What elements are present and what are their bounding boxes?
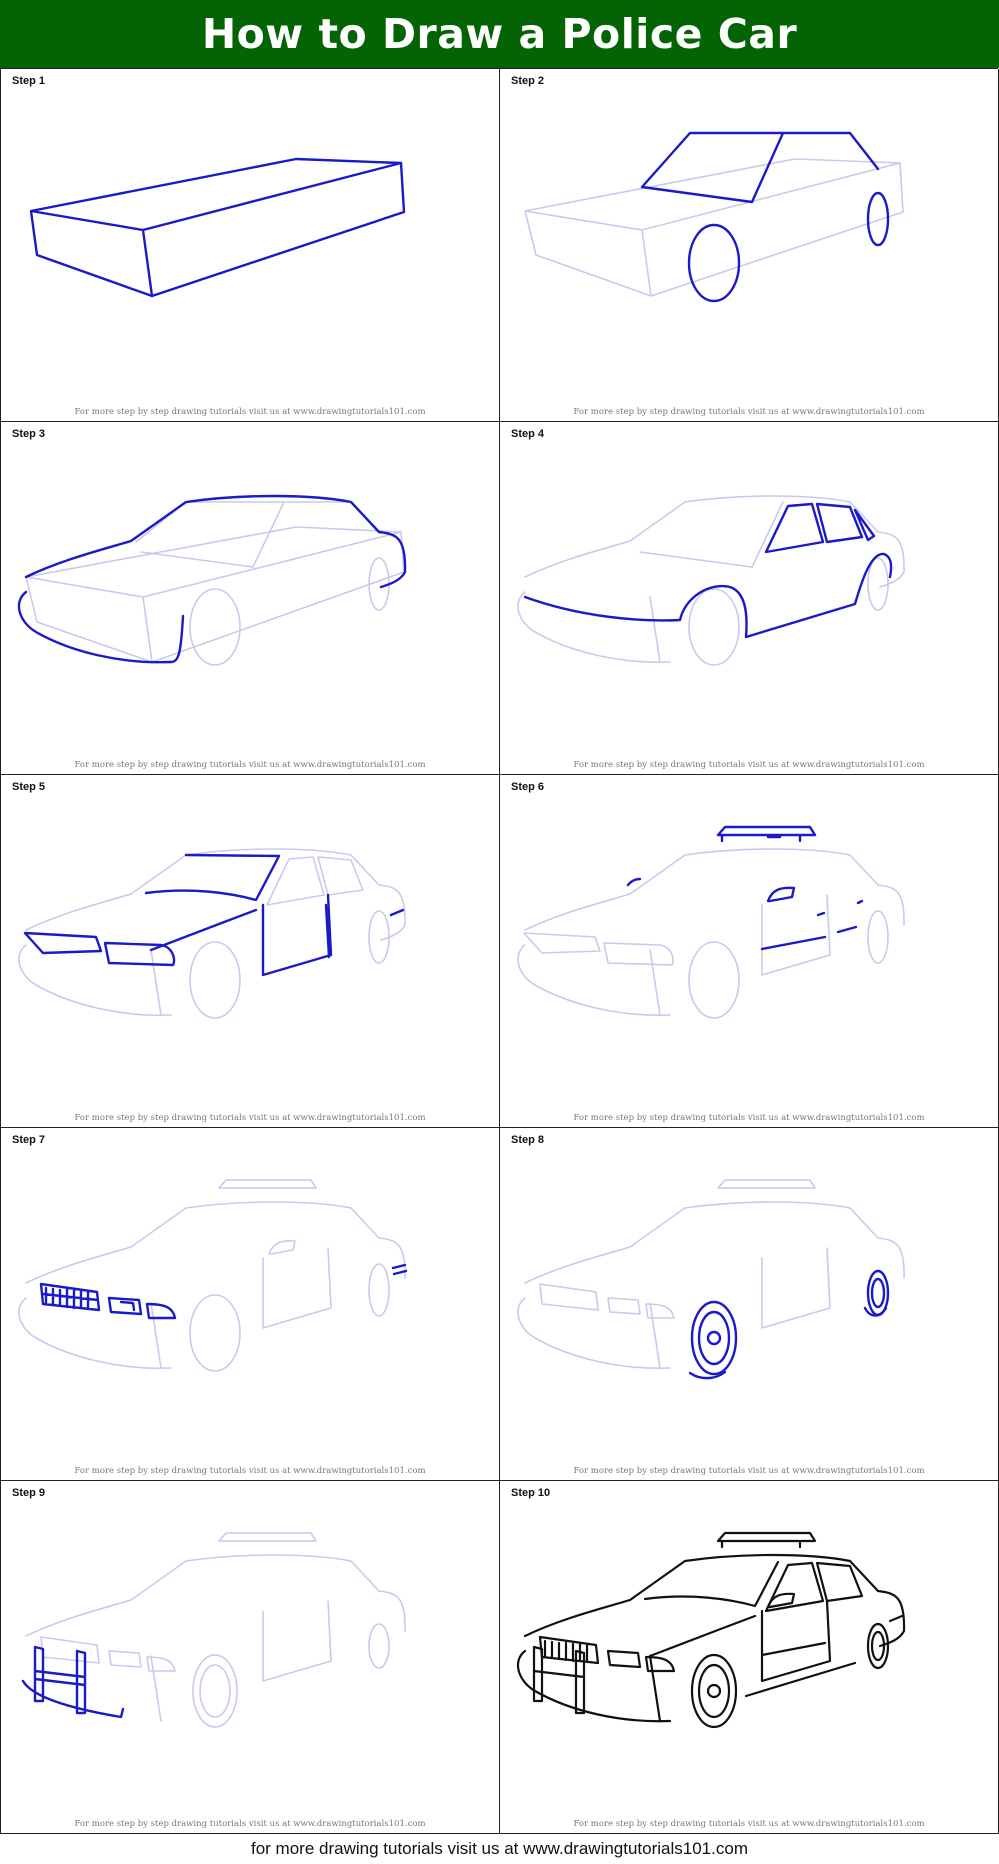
step-label: Step 1 [12,75,46,87]
step-4-drawing [517,495,905,666]
step-1-drawing [29,157,406,298]
step-label: Step 9 [12,1487,46,1499]
step-5-drawing [18,848,406,1019]
footer-note: for more drawing tutorials visit us at w… [251,1839,748,1858]
credit-text: For more step by step drawing tutorials … [74,1113,426,1123]
step-label: Step 5 [12,781,46,793]
step-label: Step 8 [511,1134,545,1146]
step-2-drawing [524,131,904,303]
step-8-drawing [517,1179,905,1380]
step-label: Step 6 [511,781,545,793]
credit-text: For more step by step drawing tutorials … [573,407,925,417]
step-panel-4: Step 4 For more step by step drawing tut… [500,422,999,775]
step-panel-3: Step 3 For more step by step drawing tut… [1,422,500,775]
step-panel-6: Step 6 For more step by step drawing tut… [500,775,999,1128]
step-label: Step 4 [511,428,545,440]
step-panel-10: Step 10 For more step by step drawing tu… [500,1481,999,1834]
credit-text: For more step by step drawing tutorials … [74,1819,426,1829]
step-label: Step 3 [12,428,46,440]
credit-text: For more step by step drawing tutorials … [74,1466,426,1476]
step-panel-7: Step 7 For more step by step drawing tut… [1,1128,500,1481]
credit-text: For more step by step drawing tutorials … [573,1466,925,1476]
step-panel-5: Step 5 For more step by step drawing tut… [1,775,500,1128]
step-9-drawing [21,1532,406,1728]
step-panel-8: Step 8 For more step by step drawing tut… [500,1128,999,1481]
step-panel-1: Step 1 For more step by step drawing tut… [1,69,500,422]
credit-text: For more step by step drawing tutorials … [573,1819,925,1829]
step-label: Step 10 [511,1487,551,1499]
title-banner: How to Draw a Police Car [0,0,999,68]
step-label: Step 7 [12,1134,46,1146]
step-7-drawing [18,1179,408,1372]
step-10-drawing [516,1531,906,1729]
credit-text: For more step by step drawing tutorials … [74,760,426,770]
credit-text: For more step by step drawing tutorials … [573,760,925,770]
step-6-drawing [517,825,905,1019]
step-panel-9: Step 9 For more step by step drawing tut… [1,1481,500,1834]
credit-text: For more step by step drawing tutorials … [74,407,426,417]
step-panel-2: Step 2 For more step by step drawing tut… [500,69,999,422]
steps-grid: Step 1 For more step by step drawing tut… [0,68,999,1834]
step-3-drawing [17,494,407,666]
page-title: How to Draw a Police Car [201,10,798,58]
credit-text: For more step by step drawing tutorials … [573,1113,925,1123]
step-label: Step 2 [511,75,545,87]
